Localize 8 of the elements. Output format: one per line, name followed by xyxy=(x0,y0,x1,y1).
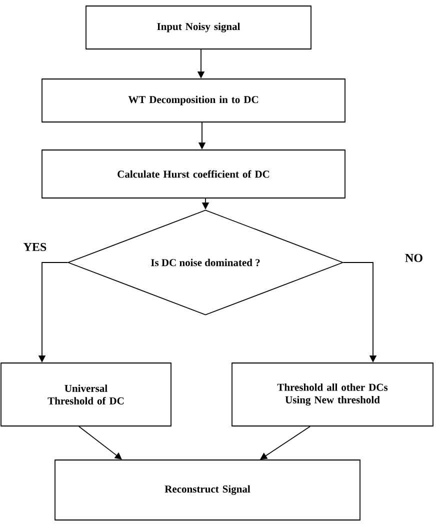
process-box: Reconstruct Signal xyxy=(54,460,360,520)
process-box: Input Noisy signal xyxy=(86,6,312,50)
process-box: Threshold all other DCs Using New threshold xyxy=(232,362,434,426)
process-box: Calculate Hurst coefficient of DC xyxy=(42,150,346,198)
edge-label: YES xyxy=(22,242,48,252)
process-box: WT Decomposition in to DC xyxy=(42,78,346,122)
edge-label: NO xyxy=(404,252,424,264)
process-box: Universal Threshold of DC xyxy=(0,362,172,426)
